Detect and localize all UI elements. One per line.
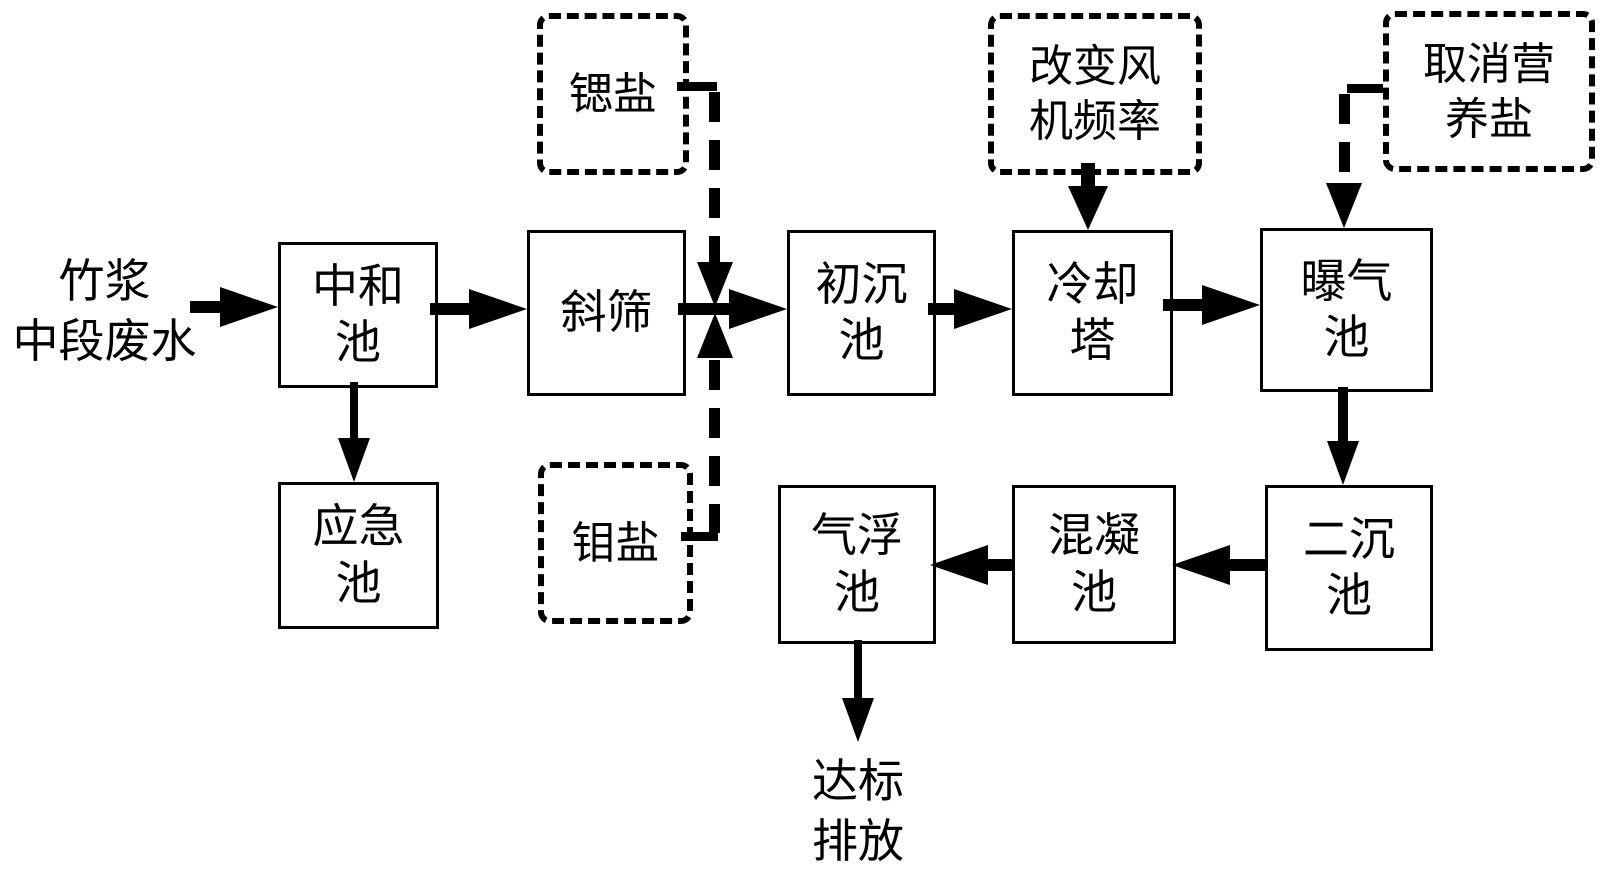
arrow-source-to-neutralization <box>190 287 278 327</box>
molybdenum-connector-stub <box>681 532 718 541</box>
node-strontium-salt: 锶盐 <box>537 13 689 175</box>
nutrient-connector-stub <box>1347 84 1383 93</box>
node-molybdenum-salt: 钼盐 <box>538 462 693 624</box>
arrow-head-left-icon <box>930 545 988 585</box>
node-cancel-nutrient-salt: 取消营 养盐 <box>1383 11 1595 172</box>
node-neutralization-pool: 中和 池 <box>278 242 438 388</box>
discharge-label: 达标 排放 <box>812 756 904 867</box>
arrow-shaft <box>430 303 473 315</box>
arrow-coagulation-to-flotation <box>930 545 1012 585</box>
arrow-shaft <box>854 640 862 700</box>
strontium-connector-stub <box>677 82 717 91</box>
arrow-neutralization-to-screen <box>430 289 527 329</box>
arrow-head-right-icon <box>220 287 278 327</box>
node-coagulation-pool: 混凝 池 <box>1012 485 1176 644</box>
node-air-flotation-pool: 气浮 池 <box>778 485 936 644</box>
arrow-head-right-icon <box>954 289 1012 329</box>
node-emergency-pool: 应急 池 <box>278 482 439 629</box>
strontium-dashed-line <box>709 92 720 262</box>
arrow-neutralization-to-emergency <box>338 382 370 482</box>
node-cooling-tower: 冷却 塔 <box>1012 230 1173 396</box>
node-aeration-pool: 曝气 池 <box>1260 228 1433 392</box>
arrow-shaft <box>190 301 226 313</box>
arrow-fan-frequency-to-cooling <box>1068 163 1108 230</box>
arrow-head-down-icon <box>1068 186 1108 230</box>
arrow-head-left-icon <box>1172 545 1230 585</box>
arrow-shaft <box>984 559 1012 571</box>
arrow-shaft <box>1163 299 1206 311</box>
arrow-head-down-icon <box>1327 441 1359 485</box>
arrow-shaft <box>928 303 958 315</box>
arrow-head-right-icon <box>469 289 527 329</box>
node-primary-sedimentation-pool: 初沉 池 <box>787 230 936 396</box>
arrow-shaft <box>1226 559 1265 571</box>
arrow-head-down-icon <box>842 698 874 742</box>
arrow-secondary-to-coagulation <box>1172 545 1265 585</box>
arrow-shaft <box>1338 387 1348 443</box>
nutrient-dashed-line <box>1339 94 1350 183</box>
molybdenum-arrow-head-up-icon <box>697 313 733 358</box>
arrow-primary-to-cooling <box>928 289 1012 329</box>
arrow-head-right-icon <box>729 289 787 329</box>
molybdenum-dashed-line <box>709 360 720 533</box>
arrow-head-right-icon <box>1202 285 1260 325</box>
arrow-aeration-to-secondary <box>1327 387 1359 485</box>
arrow-flotation-to-discharge <box>842 640 874 742</box>
node-secondary-sedimentation-pool: 二沉 池 <box>1265 485 1433 651</box>
nutrient-arrow-head-down-icon <box>1326 183 1362 228</box>
node-inclined-screen: 斜筛 <box>527 230 686 396</box>
arrow-shaft <box>1081 163 1095 189</box>
node-change-fan-frequency: 改变风 机频率 <box>988 13 1202 175</box>
source-label: 竹浆 中段废水 <box>12 256 197 367</box>
arrow-shaft <box>350 382 358 440</box>
strontium-arrow-head-down-icon <box>697 262 733 307</box>
arrow-head-down-icon <box>338 438 370 482</box>
arrow-cooling-to-aeration <box>1163 285 1260 325</box>
arrow-screen-to-primary <box>678 289 787 329</box>
